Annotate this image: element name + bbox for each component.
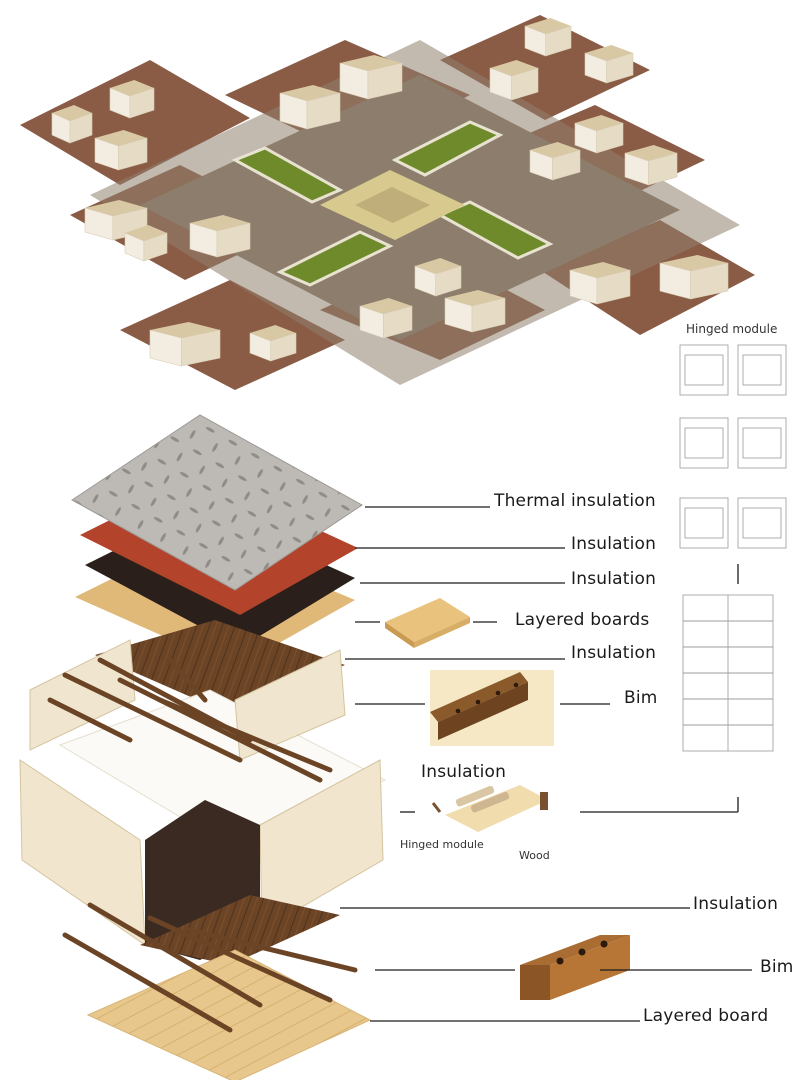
site-modules [51, 18, 729, 367]
bim-top-detail [430, 670, 554, 746]
module-front-wall-right [259, 759, 384, 931]
unfold-outline [737, 417, 787, 469]
beam-rod [62, 672, 243, 763]
module-front-wall-left [19, 759, 146, 946]
site-module [109, 80, 155, 119]
label-insulation-2: Insulation [571, 569, 657, 589]
site-module [414, 258, 462, 297]
grass-strip [276, 230, 394, 287]
leader-lines [340, 506, 752, 1022]
site-soil [440, 15, 650, 120]
site-module [249, 325, 297, 362]
beam-rod [117, 677, 323, 783]
site-module [339, 55, 403, 100]
site-module [124, 225, 168, 262]
beam-rod [47, 697, 133, 743]
unfold-outline [742, 507, 782, 539]
label-hinged-module-top: Hinged module [686, 322, 778, 336]
bim-bottom-detail [520, 935, 630, 1000]
unfold-outline [684, 427, 724, 459]
plaza-center [355, 187, 430, 223]
label-insulation-3: Insulation [571, 643, 657, 663]
site-module [149, 322, 221, 367]
site-soil [20, 60, 250, 185]
roof-layers [71, 414, 363, 668]
unfold-outline [684, 507, 724, 539]
site-module [279, 85, 341, 130]
unfold-outline [684, 354, 724, 386]
beam-rod [157, 697, 333, 773]
site-module [444, 290, 506, 333]
site-module [529, 142, 581, 181]
unfold-outline [742, 354, 782, 386]
layer-bottom-board [86, 949, 372, 1083]
grass-strip [391, 120, 504, 177]
site-module [189, 215, 251, 258]
site-module [569, 262, 631, 305]
module-body [19, 639, 387, 960]
label-layered-boards: Layered boards [515, 610, 650, 630]
unfold-outline [737, 497, 787, 549]
site-module [524, 18, 572, 57]
beam-rods [47, 657, 358, 1033]
site-module [489, 60, 539, 101]
layer-thermal-plate [71, 414, 363, 591]
site-module [659, 255, 729, 300]
label-layered-board: Layered board [643, 1006, 769, 1026]
beam-rod [62, 932, 233, 1033]
beam-rod [147, 915, 333, 1003]
site-module [624, 145, 678, 186]
label-wood: Wood [519, 849, 550, 862]
module-back-wall-left [29, 639, 136, 751]
layered-board-detail [385, 598, 470, 648]
label-bim-bottom: Bim [760, 957, 794, 977]
beam-rod [87, 902, 263, 1008]
site-soil [120, 280, 345, 390]
unfold-outline [679, 344, 729, 396]
label-hinged-module-detail: Hinged module [400, 838, 484, 851]
site-module [359, 298, 413, 339]
beam-rod [167, 657, 208, 703]
site-plan [20, 15, 755, 390]
site-module [584, 45, 634, 84]
unfold-outline [742, 427, 782, 459]
site-module [94, 130, 148, 171]
beam-rod [187, 927, 358, 973]
unfold-outline [679, 417, 729, 469]
label-bim-top: Bim [624, 688, 658, 708]
label-thermal-insulation: Thermal insulation [494, 491, 656, 511]
site-module [574, 115, 624, 154]
layer-wood-floor [140, 895, 340, 965]
unfold-outline [737, 344, 787, 396]
label-insulation-4: Insulation [421, 762, 507, 782]
label-insulation-5: Insulation [693, 894, 779, 914]
grass-strip [231, 146, 344, 204]
hinged-module-drawings [679, 344, 787, 752]
hinge-detail [431, 785, 548, 832]
site-module [51, 105, 93, 144]
label-insulation-1: Insulation [571, 534, 657, 554]
unfold-outline [679, 497, 729, 549]
